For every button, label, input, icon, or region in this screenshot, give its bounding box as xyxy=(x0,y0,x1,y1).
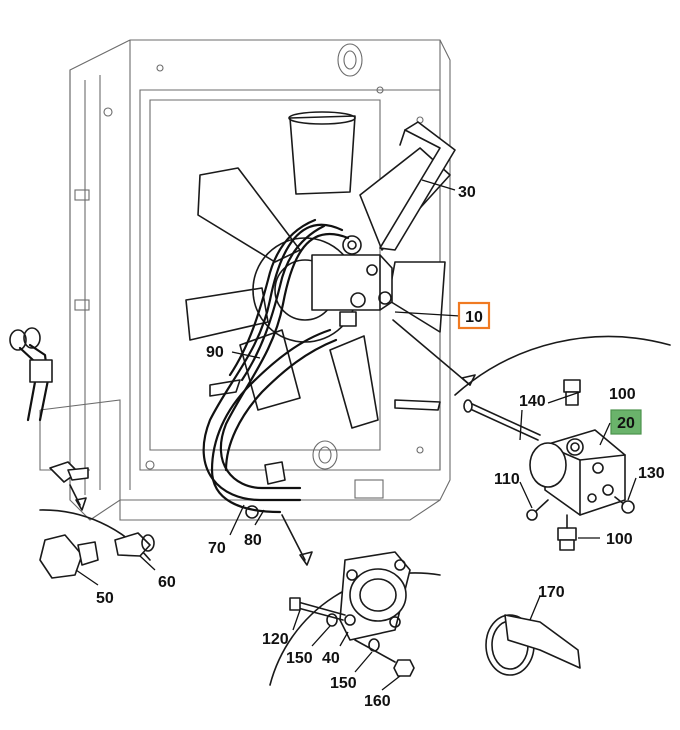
callout-130[interactable]: 130 xyxy=(638,465,665,482)
bracket-30 xyxy=(209,121,456,411)
radiator-frame xyxy=(39,39,451,521)
detail-circle-pump xyxy=(392,319,671,551)
callout-150-left[interactable]: 150 xyxy=(286,650,313,667)
callout-70[interactable]: 70 xyxy=(208,540,226,557)
callout-160[interactable]: 160 xyxy=(364,693,391,710)
callout-90[interactable]: 90 xyxy=(206,344,224,361)
callout-10[interactable]: 10 xyxy=(465,309,483,326)
callout-30[interactable]: 30 xyxy=(458,184,476,201)
callout-20[interactable]: 20 xyxy=(617,415,635,432)
callout-60[interactable]: 60 xyxy=(158,574,176,591)
callout-40[interactable]: 40 xyxy=(322,650,340,667)
hydraulic-hoses xyxy=(202,218,350,519)
callout-labels: 10 20 30 40 50 60 70 80 90 100 100 110 1… xyxy=(96,184,665,710)
callout-140[interactable]: 140 xyxy=(519,393,546,410)
leader-lines xyxy=(75,179,637,691)
hose-end-fittings-left xyxy=(9,327,89,483)
fan-drive-motor-10 xyxy=(311,235,393,327)
cable-tie-170 xyxy=(485,614,581,676)
callout-100-bottom[interactable]: 100 xyxy=(606,531,633,548)
callout-box-10[interactable] xyxy=(457,301,491,330)
callout-50[interactable]: 50 xyxy=(96,590,114,607)
callout-100-top[interactable]: 100 xyxy=(609,386,636,403)
callout-170[interactable]: 170 xyxy=(538,584,565,601)
callout-110[interactable]: 110 xyxy=(494,471,520,488)
detail-circle-clamp xyxy=(269,514,441,686)
callout-150-bottom[interactable]: 150 xyxy=(330,675,357,692)
callout-box-20[interactable] xyxy=(610,409,642,435)
callout-80[interactable]: 80 xyxy=(244,532,262,549)
detail-circle-elbow xyxy=(39,484,155,579)
callout-120[interactable]: 120 xyxy=(262,631,289,648)
